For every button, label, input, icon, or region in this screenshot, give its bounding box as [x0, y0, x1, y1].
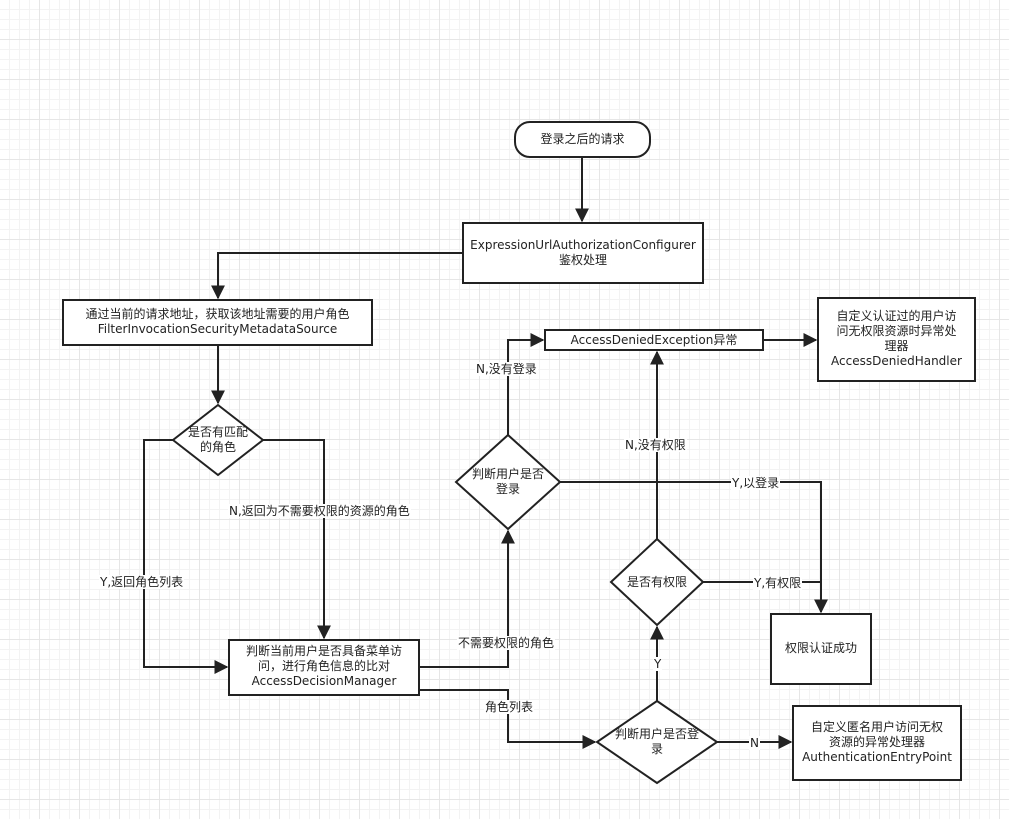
- metadata-node-line: 通过当前的请求地址，获取该地址需要的用户角色: [85, 307, 350, 321]
- decision-node: 判断当前用户是否具备菜单访 问，进行角色信息的比对 AccessDecision…: [229, 644, 419, 689]
- edge-decision-to-login-check-bottom: [419, 689, 597, 749]
- start-node-label: 登录之后的请求: [540, 132, 625, 146]
- decision-node-line: AccessDecisionManager: [251, 674, 397, 688]
- entry-point-node-shape[interactable]: [792, 705, 962, 781]
- denied-handler-line: AccessDeniedHandler: [831, 354, 962, 368]
- metadata-node-line: FilterInvocationSecurityMetadataSource: [97, 322, 338, 336]
- match-role-diamond[interactable]: [171, 403, 265, 477]
- edge-label-yes: Y: [653, 657, 663, 671]
- metadata-node-shape[interactable]: [62, 299, 373, 346]
- login-check-bottom-line: 判断用户是否登: [614, 727, 699, 741]
- configurer-node-line: 鉴权处理: [558, 253, 607, 267]
- configurer-node: ExpressionUrlAuthorizationConfigurer 鉴权处…: [463, 238, 703, 268]
- login-check-bottom-diamond[interactable]: [595, 699, 719, 785]
- match-role-line: 的角色: [199, 440, 236, 454]
- has-perm-node: 是否有权限: [611, 575, 703, 590]
- login-check-top-diamond[interactable]: [454, 433, 562, 531]
- edge-decision-to-login-check-top: [419, 529, 515, 668]
- has-perm-label: 是否有权限: [626, 575, 687, 589]
- edge-label-not-logged-in: N,没有登录: [475, 362, 538, 376]
- edge-login-top-not-logged-in: [507, 333, 545, 435]
- configurer-node-line: ExpressionUrlAuthorizationConfigurer: [470, 238, 696, 252]
- edge-login-top-logged-in: [560, 481, 828, 614]
- edge-label-no-perm-role: 不需要权限的角色: [457, 636, 556, 650]
- auth-success-label: 权限认证成功: [784, 641, 857, 655]
- has-perm-diamond[interactable]: [609, 537, 705, 627]
- edge-label-has-permission: Y,有权限: [753, 576, 803, 590]
- edge-match-role-yes: [143, 439, 229, 674]
- edge-label-no-permission: N,没有权限: [624, 438, 687, 452]
- denied-handler-line: 问无权限资源时异常处: [836, 324, 957, 338]
- edge-label-no-need-role: N,返回为不需要权限的资源的角色: [228, 504, 411, 518]
- edge-configurer-to-metadata: [211, 252, 463, 300]
- login-check-bottom-line: 录: [650, 742, 663, 756]
- login-check-top-line: 登录: [495, 482, 520, 496]
- edge-label-logged-in: Y,以登录: [731, 476, 781, 490]
- start-node: 登录之后的请求: [515, 132, 650, 147]
- decision-node-line: 问，进行角色信息的比对: [257, 659, 390, 673]
- denied-handler-line: 自定义认证过的用户访: [836, 309, 957, 323]
- login-check-top-node: 判断用户是否 登录: [456, 467, 560, 497]
- denied-handler-node-shape[interactable]: [817, 297, 976, 382]
- denied-handler-line: 理器: [884, 339, 909, 353]
- metadata-node: 通过当前的请求地址，获取该地址需要的用户角色 FilterInvocationS…: [63, 307, 372, 337]
- edge-label-role-list: 角色列表: [484, 700, 535, 714]
- denied-handler-node: 自定义认证过的用户访 问无权限资源时异常处 理器 AccessDeniedHan…: [818, 309, 975, 369]
- match-role-line: 是否有匹配: [187, 425, 248, 439]
- edge-match-role-no: [263, 439, 331, 640]
- denied-exception-label: AccessDeniedException异常: [570, 333, 738, 347]
- auth-success-node-shape[interactable]: [770, 613, 872, 685]
- decision-node-shape[interactable]: [228, 639, 420, 696]
- auth-success-node: 权限认证成功: [771, 641, 871, 656]
- match-role-node: 是否有匹配 的角色: [173, 425, 263, 455]
- denied-exception-node: AccessDeniedException异常: [545, 333, 763, 348]
- configurer-node-shape[interactable]: [462, 222, 704, 284]
- entry-point-line: AuthenticationEntryPoint: [802, 750, 952, 764]
- entry-point-line: 自定义匿名用户访问无权: [810, 720, 943, 734]
- login-check-bottom-node: 判断用户是否登 录: [597, 727, 717, 757]
- edge-label-role-list-yes: Y,返回角色列表: [99, 575, 185, 589]
- login-check-top-line: 判断用户是否: [471, 467, 544, 481]
- decision-node-line: 判断当前用户是否具备菜单访: [245, 644, 402, 658]
- entry-point-line: 资源的异常处理器: [828, 735, 925, 749]
- entry-point-node: 自定义匿名用户访问无权 资源的异常处理器 AuthenticationEntry…: [793, 720, 961, 765]
- edge-label-no: N: [749, 736, 760, 750]
